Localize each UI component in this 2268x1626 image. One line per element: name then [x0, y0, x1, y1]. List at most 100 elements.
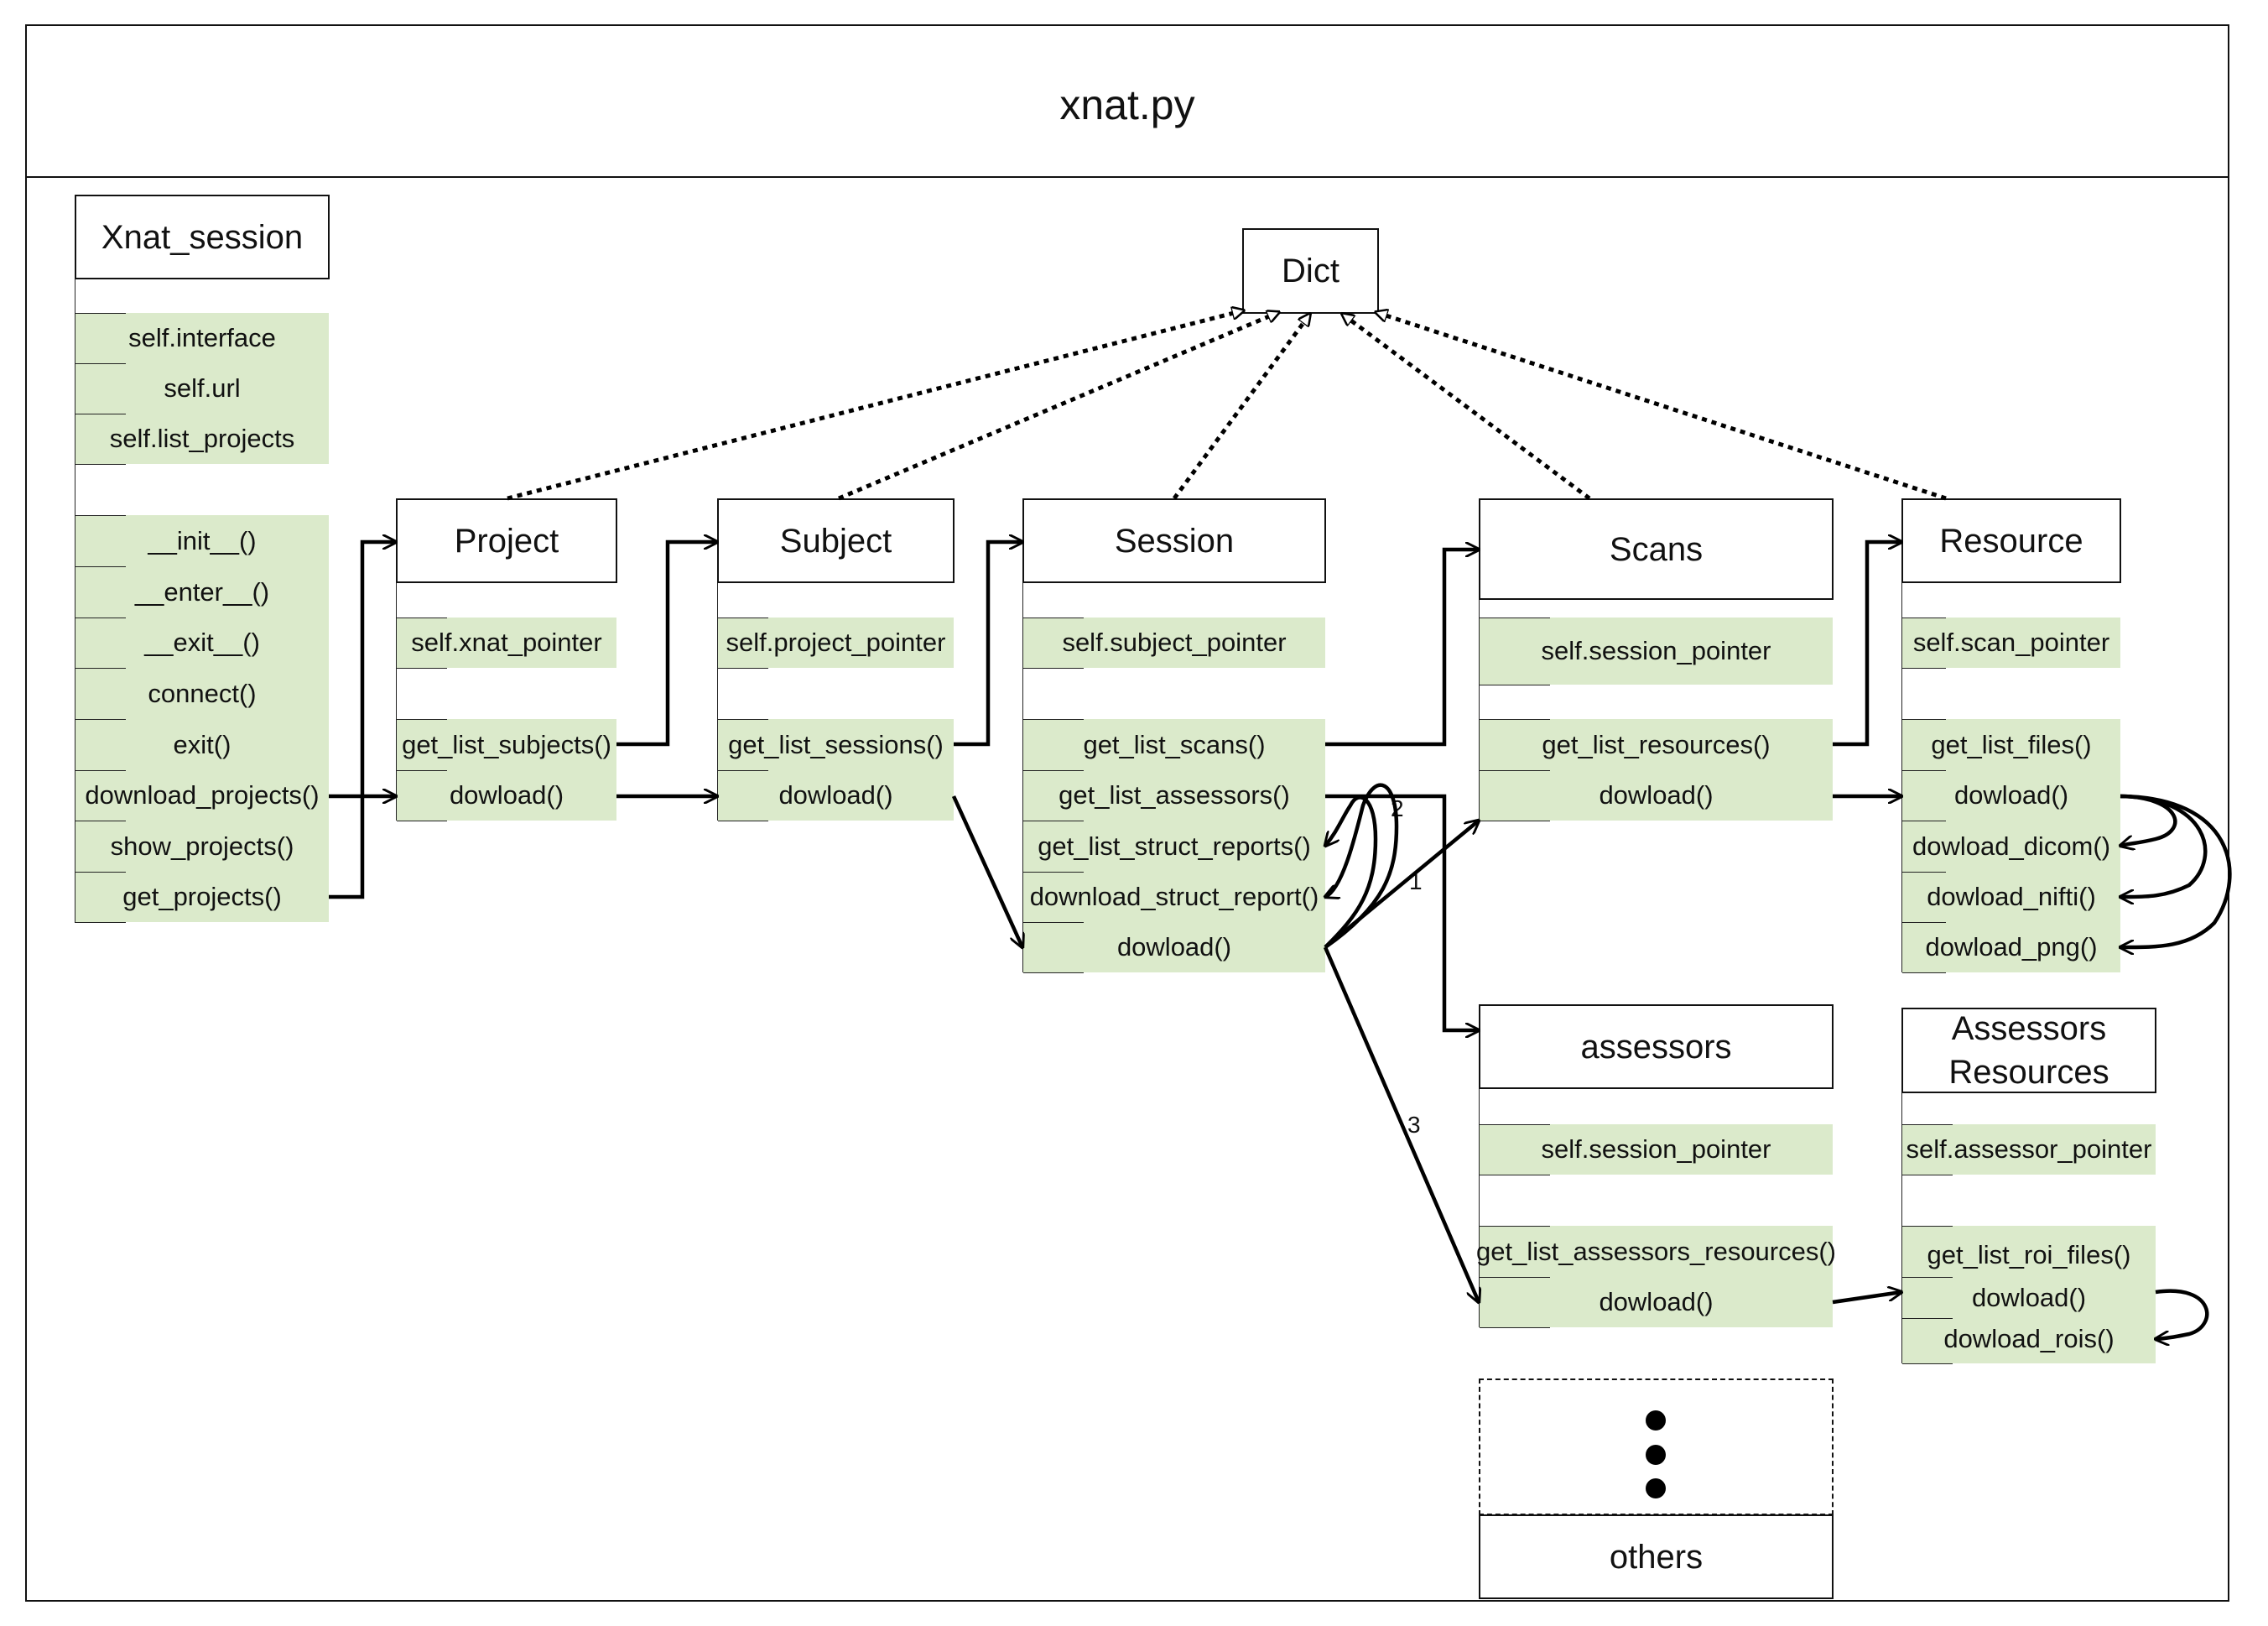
row-divider — [1480, 1327, 1550, 1328]
row-divider — [75, 668, 126, 669]
row-divider — [75, 515, 126, 516]
edge-ar-rois — [2156, 1289, 2209, 1339]
class-header: Scans — [1479, 498, 1834, 600]
method-row: dowload() — [1971, 1282, 2087, 1312]
method-row: get_list_struct_reports() — [1038, 831, 1311, 861]
ellipsis-dot — [1646, 1478, 1666, 1498]
edge-assessors-dowload — [1832, 1292, 1901, 1305]
row-divider — [397, 719, 447, 720]
method-row: get_list_subjects() — [402, 729, 611, 759]
method-row: download_projects() — [85, 780, 320, 810]
inherit-resource-dict — [1376, 312, 1947, 501]
edge-scans-resource — [1833, 542, 1901, 747]
class-spine — [1479, 600, 1480, 821]
inherit-scans-dict — [1342, 314, 1591, 501]
class-header: Subject — [717, 498, 955, 583]
method-row: show_projects() — [110, 831, 294, 861]
diagram-frame — [25, 24, 2229, 1602]
row-divider — [75, 922, 126, 923]
class-name-line2: Resources — [1948, 1054, 2109, 1091]
row-divider — [1902, 922, 1946, 923]
attribute-row: self.url — [164, 373, 241, 403]
attribute-row: self.assessor_pointer — [1906, 1134, 2152, 1164]
method-row: dowload() — [1599, 780, 1714, 810]
class-header: others — [1479, 1514, 1834, 1599]
dict-label: Dict — [1282, 253, 1339, 289]
row-divider — [1902, 770, 1946, 771]
row-divider — [75, 719, 126, 720]
edge-session-self-reports — [1325, 795, 1378, 949]
method-band — [75, 515, 329, 922]
edge-get-projects-project — [329, 542, 396, 899]
edge-resource-png — [2120, 794, 2232, 947]
class-name: Session — [1114, 522, 1235, 560]
method-row: get_list_files() — [1931, 729, 2092, 759]
row-divider — [1023, 972, 1084, 973]
class-header: Assessors Resources — [1901, 1008, 2156, 1093]
row-divider — [1023, 922, 1084, 923]
inherit-project-dict — [507, 310, 1244, 501]
attribute-band — [718, 618, 954, 668]
row-divider — [1480, 1277, 1550, 1278]
method-row: dowload() — [778, 780, 893, 810]
row-divider — [718, 668, 768, 669]
inherit-session-dict — [1172, 314, 1310, 500]
method-row: get_projects() — [122, 882, 282, 911]
method-row: dowload() — [1953, 780, 2069, 810]
method-row: dowload() — [1599, 1287, 1714, 1316]
attribute-band — [1902, 618, 2120, 668]
method-row: __exit__() — [144, 628, 260, 657]
method-band — [1023, 719, 1325, 972]
row-divider — [397, 770, 447, 771]
method-row: dowload_nifti() — [1927, 882, 2096, 911]
ellipsis-dot — [1646, 1410, 1666, 1431]
method-band — [1902, 1226, 2156, 1363]
edge-subject-session — [954, 542, 1022, 747]
class-name: Resource — [1939, 522, 2083, 560]
class-spine — [1901, 1093, 1902, 1363]
edge-resource-nifti — [2120, 794, 2208, 897]
method-band — [1902, 719, 2120, 972]
diagram-title: xnat.py — [1059, 81, 1195, 128]
class-name: others — [1609, 1538, 1704, 1576]
row-divider — [75, 770, 126, 771]
class-spine — [1479, 1089, 1480, 1327]
row-divider — [1902, 1124, 1953, 1125]
row-divider — [1480, 770, 1550, 771]
row-divider — [1902, 1277, 1953, 1278]
method-row: exit() — [173, 729, 231, 759]
class-header: Xnat_session — [75, 195, 330, 279]
row-divider — [1023, 668, 1084, 669]
class-name: Scans — [1609, 530, 1704, 568]
row-divider — [718, 719, 768, 720]
attribute-band — [397, 618, 616, 668]
row-divider — [1023, 872, 1084, 873]
method-row: __init__() — [148, 525, 257, 555]
method-row: get_list_resources() — [1542, 729, 1771, 759]
attribute-row: self.scan_pointer — [1912, 628, 2110, 657]
class-spine — [1901, 583, 1902, 972]
row-divider — [718, 770, 768, 771]
attribute-band — [1023, 618, 1325, 668]
row-divider — [1480, 719, 1550, 720]
row-divider — [1023, 719, 1084, 720]
method-row: dowload_png() — [1925, 932, 2098, 962]
row-divider — [1480, 1226, 1550, 1227]
row-divider — [75, 464, 126, 465]
row-divider — [1902, 719, 1946, 720]
method-row: get_list_roi_files() — [1927, 1240, 2131, 1269]
class-header: Project — [396, 498, 617, 583]
method-row: get_list_assessors_resources() — [1476, 1236, 1837, 1266]
title-separator — [25, 176, 2229, 178]
attribute-row: self.session_pointer — [1541, 1134, 1771, 1164]
attribute-band — [1902, 1124, 2156, 1175]
attribute-row: self.list_projects — [109, 424, 295, 453]
row-divider — [75, 313, 126, 314]
attribute-band — [1480, 618, 1833, 685]
class-name-line1: Assessors — [1951, 1010, 2107, 1047]
attribute-row: self.xnat_pointer — [411, 628, 602, 657]
method-row: dowload() — [1116, 932, 1232, 962]
row-divider — [1902, 668, 1946, 669]
class-header: Session — [1022, 498, 1326, 583]
